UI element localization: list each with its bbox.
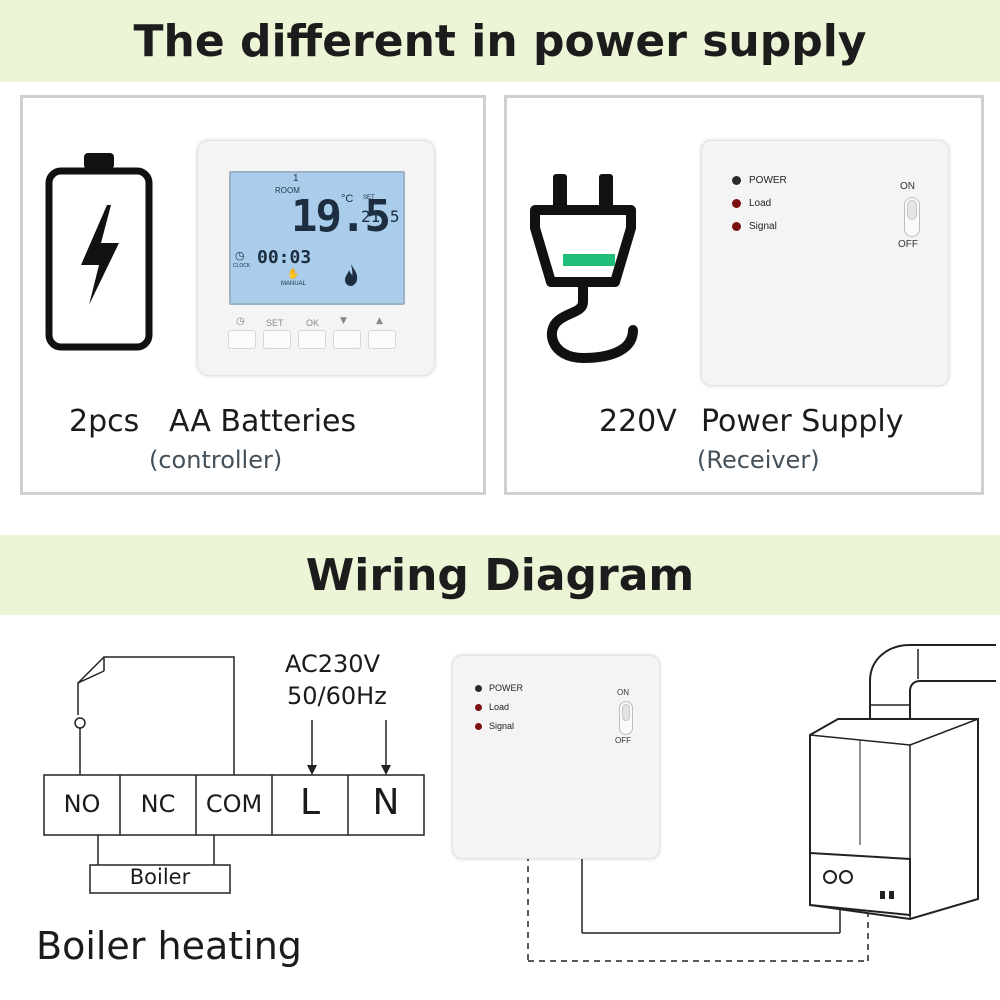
flame-icon (345, 264, 358, 286)
wiring-signal-led-row: Signal (475, 721, 514, 731)
receiver-power-type: Power Supply (701, 404, 904, 439)
boiler-terminal-label: Boiler (129, 865, 191, 889)
lcd-clock-label: CLOCK (233, 263, 251, 269)
load-led (732, 199, 741, 208)
controller-panel: 1 ROOM 19.5 °C SET 21.5 ◷ CLOCK 00:03 ✋ … (20, 95, 486, 495)
battery-icon (45, 153, 153, 351)
receiver-panel: POWER Load Signal ON OFF 220V Power Supp… (504, 95, 984, 495)
controller-device: 1 ROOM 19.5 °C SET 21.5 ◷ CLOCK 00:03 ✋ … (197, 140, 435, 376)
lcd-unit: °C (341, 193, 354, 205)
terminal-com: COM (205, 790, 263, 818)
wiring-receiver-device: POWER Load Signal ON OFF (452, 655, 660, 859)
signal-led-row: Signal (732, 221, 777, 232)
lcd-time: 00:03 (257, 247, 312, 268)
wiring-switch-off-label: OFF (615, 736, 631, 745)
source-voltage-label: AC230V (285, 650, 380, 678)
receiver-device: POWER Load Signal ON OFF (701, 140, 949, 386)
clock-button[interactable] (228, 330, 256, 349)
lcd-room-temp: 19.5 (291, 191, 391, 242)
power-led-label: POWER (749, 175, 787, 186)
wiring-load-led-row: Load (475, 702, 509, 712)
terminal-nc: NC (140, 790, 176, 818)
load-led-row: Load (732, 198, 771, 209)
set-button[interactable] (263, 330, 291, 349)
wiring-power-led (475, 684, 482, 692)
lcd-set-label: SET (363, 195, 375, 201)
signal-led-label: Signal (749, 221, 777, 232)
controller-subtitle: (controller) (149, 446, 283, 474)
boiler-heating-caption: Boiler heating (36, 924, 302, 968)
receiver-subtitle: (Receiver) (697, 446, 820, 474)
receiver-voltage: 220V (599, 404, 677, 439)
power-supply-title: The different in power supply (133, 15, 867, 67)
up-arrow-icon: ▲ (376, 316, 383, 326)
power-led (732, 176, 741, 185)
clock-button-icon: ◷ (236, 316, 245, 327)
wiring-signal-led-label: Signal (489, 721, 515, 731)
wiring-heading: Wiring Diagram (0, 535, 1000, 615)
wiring-signal-led (475, 722, 482, 730)
plug-indicator (563, 254, 615, 266)
wiring-power-led-label: POWER (489, 683, 524, 693)
wiring-power-led-row: POWER (475, 683, 523, 693)
terminal-l: L (299, 782, 321, 823)
switch-on-label: ON (900, 181, 915, 192)
wiring-power-switch[interactable] (619, 701, 633, 735)
terminal-wiring-drawing (43, 656, 425, 894)
signal-led (732, 222, 741, 231)
battery-type: AA Batteries (169, 404, 357, 439)
load-led-label: Load (749, 198, 772, 209)
set-button-label: SET (266, 318, 284, 328)
lcd-zone: 1 (293, 173, 299, 184)
wiring-load-led-label: Load (489, 702, 510, 712)
power-switch[interactable] (904, 197, 920, 237)
receiver-boiler-drawing (527, 644, 996, 962)
switch-off-label: OFF (898, 239, 918, 250)
boiler-icon (809, 644, 996, 921)
wiring-load-led (475, 703, 482, 711)
down-button[interactable] (333, 330, 361, 349)
up-button[interactable] (368, 330, 396, 349)
ok-button-label: OK (306, 318, 320, 328)
wiring-title: Wiring Diagram (305, 549, 695, 601)
lcd-set-temp: 21.5 (361, 207, 400, 226)
source-frequency-label: 50/60Hz (287, 682, 387, 710)
power-led-row: POWER (732, 175, 787, 186)
clock-icon: ◷ (235, 249, 245, 262)
down-arrow-icon: ▼ (340, 316, 347, 326)
terminal-n: N (372, 782, 400, 823)
terminal-no: NO (63, 790, 101, 818)
power-plug-icon (530, 174, 638, 364)
wiring-switch-on-label: ON (617, 688, 629, 697)
lcd-room-label: ROOM (275, 186, 300, 195)
lcd-mode-label: MANUAL (281, 281, 307, 287)
controller-button-row: ◷ SET OK ▼ ▲ (228, 314, 404, 354)
hand-icon: ✋ (287, 269, 300, 280)
power-supply-heading: The different in power supply (0, 0, 1000, 82)
ok-button[interactable] (298, 330, 326, 349)
battery-quantity: 2pcs (69, 404, 140, 439)
lcd-screen: 1 ROOM 19.5 °C SET 21.5 ◷ CLOCK 00:03 ✋ … (229, 171, 405, 305)
